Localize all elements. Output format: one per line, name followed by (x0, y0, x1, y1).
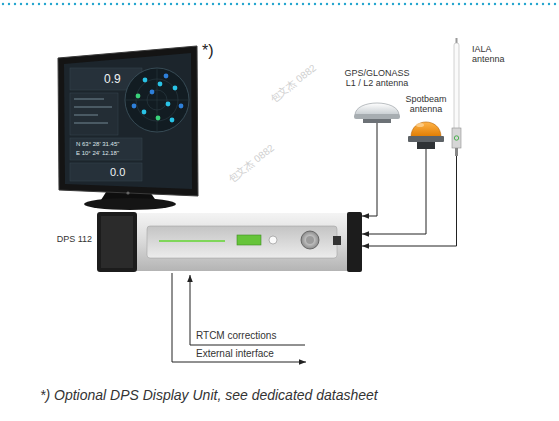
watermark: 包文杰 0882 (226, 142, 276, 185)
node-label: Spotbeam antenna (402, 94, 450, 115)
knob-center (306, 236, 314, 244)
footnote-mark: *) (202, 42, 214, 60)
interface-wire (172, 273, 306, 362)
watermark: 包文杰 0882 (268, 62, 318, 105)
node-label: GPS/GLONASS L1 / L2 antenna (343, 68, 411, 89)
display-unit (58, 46, 198, 210)
antenna-rim (354, 114, 400, 119)
antenna-icon (402, 115, 450, 149)
screen-bar (74, 106, 112, 108)
antenna-base (363, 119, 391, 123)
receiver-housing (97, 212, 362, 272)
mount-ring (454, 136, 458, 140)
radar-axis (157, 68, 158, 132)
signal-connector (362, 156, 457, 246)
screen-bar (74, 114, 98, 116)
panel-knob (301, 231, 319, 249)
satellite-dot (136, 94, 141, 99)
radar-plot (125, 68, 189, 132)
satellite-dot (179, 104, 184, 109)
monitor-logo (126, 191, 129, 194)
screen-panel (70, 138, 142, 160)
satellite-dot (158, 82, 163, 87)
housing-endcap (97, 212, 137, 272)
satellite-dot (166, 102, 171, 107)
housing-endcap (347, 212, 362, 272)
satellite-dot (173, 86, 178, 91)
interface-label: RTCM corrections (196, 330, 276, 342)
figure-caption: *) Optional DPS Display Unit, see dedica… (40, 387, 378, 403)
monitor-base (84, 198, 176, 210)
node-label: DPS 112 (57, 234, 92, 244)
whip-stub (455, 148, 458, 156)
screen-coordinate: N 63° 28' 31.45" (76, 141, 119, 148)
screen-bar (74, 122, 108, 124)
endcap-face (101, 216, 133, 268)
antenna-rim (408, 136, 444, 142)
front-panel (147, 226, 337, 258)
receiver-unit: DPS 112 (97, 212, 362, 272)
satellite-dot (150, 90, 155, 95)
node-label: IALA antenna (472, 38, 512, 65)
signal-connector (362, 149, 426, 234)
spotbeam-antenna: Spotbeam antenna (402, 94, 450, 149)
satellite-dot (170, 118, 175, 123)
monitor-frame (58, 46, 198, 196)
interface-label: External interface (196, 348, 274, 360)
antenna-icon (448, 38, 466, 156)
brand-logo (333, 236, 341, 245)
whip-mount (452, 128, 461, 148)
satellite-dot (142, 110, 147, 115)
radar-ring (125, 68, 189, 132)
screen-readout: 0.9 (104, 73, 121, 87)
screen-coordinate: E 10° 24' 12.18" (76, 150, 119, 157)
gnss-antenna: GPS/GLONASS L1 / L2 antenna (343, 68, 411, 123)
satellite-dot (164, 74, 169, 79)
dotted-rule (3, 3, 556, 5)
satellite-dot (132, 104, 137, 109)
rtcm-wire (190, 275, 305, 345)
satellite-dot (156, 116, 161, 121)
antenna-dome (355, 103, 399, 115)
screen-panel (70, 93, 118, 135)
dome-highlight (416, 123, 424, 127)
status-bar (159, 240, 225, 242)
screen-panel (70, 163, 142, 181)
signal-connector (362, 123, 377, 216)
whip-rod (454, 43, 459, 131)
antenna-dome (411, 122, 441, 137)
screen-readout: 0.0 (110, 166, 125, 179)
screen-bar (74, 98, 104, 100)
antenna-icon (343, 89, 411, 123)
monitor-screen (64, 53, 192, 189)
antenna-base (417, 142, 435, 149)
iala-antenna: IALA antenna (448, 38, 512, 156)
panel-button (269, 236, 277, 244)
satellite-dot (143, 78, 148, 83)
housing-body (135, 213, 349, 271)
status-display (237, 235, 261, 245)
